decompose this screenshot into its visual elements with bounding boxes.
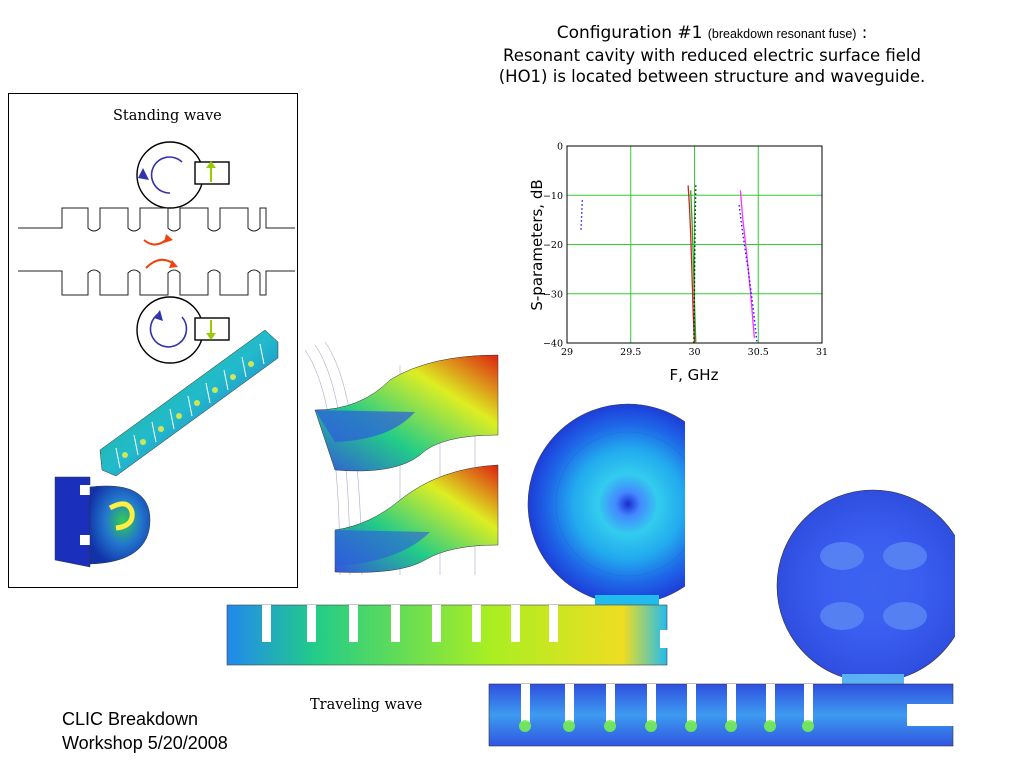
iris-field-hotspots	[519, 720, 814, 732]
standing-wave-field-render	[54, 330, 279, 568]
lower-field-arrowhead	[206, 333, 216, 340]
lower-bend-shadow	[335, 530, 430, 566]
lower-structure-outline	[18, 269, 295, 296]
config-note: (breakdown resonant fuse)	[707, 27, 857, 41]
s-parameter-chart: 29 29.5 30 30.5 31 −40 −30 −20 −10 0 F, GHz S-pa…	[528, 142, 828, 385]
y-tick-label: −20	[543, 240, 563, 251]
series-line-5	[739, 190, 756, 339]
upper-cavity	[136, 141, 204, 209]
traveling-wave-render-lower	[488, 489, 955, 747]
y-tick-labels: −40 −30 −20 −10 0	[543, 142, 563, 350]
standing-wave-panel	[8, 93, 298, 588]
series-line-1	[580, 200, 583, 230]
y-axis-label: S-parameters, dB	[528, 179, 546, 310]
lower-output-gap	[907, 704, 955, 726]
standing-wave-label: Standing wave	[113, 108, 222, 124]
y-tick-label: 0	[557, 142, 563, 153]
traveling-structure-lower	[488, 683, 954, 747]
mode-lobes	[820, 542, 927, 630]
upper-arrowhead	[138, 168, 149, 180]
fuse-cavity-ring	[555, 431, 685, 577]
x-axis-label: F, GHz	[670, 366, 719, 384]
upper-power-arrowhead	[164, 234, 173, 243]
traveling-wave-render-upper	[226, 403, 685, 666]
standing-wave-schematic	[18, 141, 295, 364]
slide-title: Configuration #1 (breakdown resonant fus…	[470, 22, 954, 87]
title-colon: :	[861, 23, 868, 42]
series-line-4	[693, 185, 697, 344]
y-tick-label: −30	[543, 289, 563, 300]
config-label: Configuration #1	[556, 23, 703, 43]
lower-power-arrowhead	[169, 260, 178, 268]
lower-circulation-arrow	[149, 312, 188, 348]
series-line-3	[690, 190, 697, 344]
coupler-field-peak	[108, 501, 135, 531]
upper-output-gap	[660, 630, 685, 648]
upper-bend-shadow	[315, 410, 415, 442]
y-tick-label: −40	[543, 339, 563, 350]
waveguide-slot-upper	[80, 485, 92, 495]
footer-credit: CLIC Breakdown Workshop 5/20/2008	[62, 707, 228, 755]
footer-line-1: CLIC Breakdown	[62, 709, 199, 729]
lower-arrowhead	[154, 310, 163, 321]
title-line-2: Resonant cavity with reduced electric su…	[503, 46, 921, 65]
upper-structure-outline	[18, 207, 295, 232]
upper-cell-irises	[262, 605, 558, 642]
upper-field-arrowhead	[206, 161, 216, 168]
title-line-3: (HO1) is located between structure and w…	[498, 67, 926, 86]
x-tick-label: 29	[561, 347, 573, 358]
upper-circulation-arrow	[150, 156, 183, 194]
waveguide-slot-lower	[80, 535, 92, 545]
x-tick-labels: 29 29.5 30 30.5 31	[561, 347, 828, 358]
x-tick-label: 30	[688, 347, 700, 358]
cell-separators	[115, 343, 265, 469]
lower-cell-irises	[521, 684, 813, 722]
x-tick-label: 31	[816, 347, 828, 358]
x-tick-label: 29.5	[620, 347, 641, 358]
x-tick-label: 30.5	[748, 347, 769, 358]
chart-series	[580, 185, 758, 344]
traveling-structure-upper	[226, 604, 668, 666]
bend-field-renders	[304, 341, 499, 575]
series-line-6	[738, 205, 758, 344]
y-tick-label: −10	[543, 191, 563, 202]
traveling-wave-label: Traveling wave	[310, 697, 423, 713]
series-line-2	[687, 185, 696, 344]
fuse-cavity-disk-lower	[776, 489, 955, 683]
cell-hotspots	[122, 361, 254, 458]
footer-line-2: Workshop 5/20/2008	[62, 733, 228, 753]
